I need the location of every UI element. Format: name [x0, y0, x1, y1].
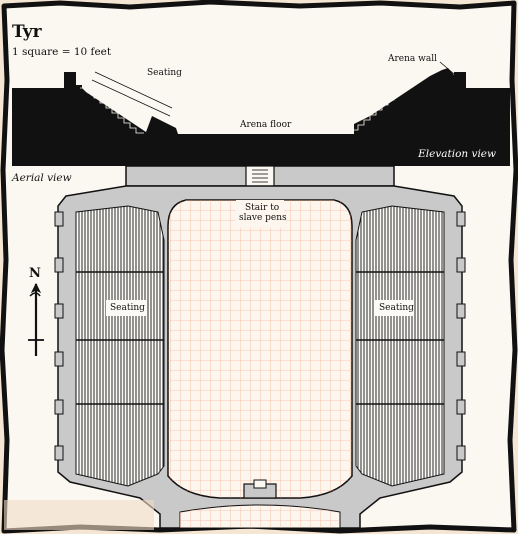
stair-label-line1: Stair to [245, 203, 280, 213]
north-label: N [29, 266, 41, 281]
seating-east-label: Seating [379, 303, 414, 313]
arena-floor-label: Arena floor [240, 120, 292, 130]
map-title: Tyr [12, 22, 42, 42]
east-seating [355, 205, 445, 487]
seating-elevation-label: Seating [147, 68, 182, 78]
seating-west-label: Seating [110, 303, 145, 313]
aerial-view-label: Aerial view [12, 172, 72, 184]
north-arrow-icon [28, 282, 44, 356]
stair-label-line2: slave pens [239, 213, 287, 223]
map-scale: 1 square = 10 feet [12, 46, 112, 58]
west-seating [75, 205, 165, 487]
elevation-view-label: Elevation view [418, 148, 496, 160]
aerial-view [54, 165, 466, 529]
elevation-silhouette [12, 68, 510, 166]
arena-wall-label: Arena wall [388, 54, 437, 64]
elevation-view [12, 61, 510, 166]
